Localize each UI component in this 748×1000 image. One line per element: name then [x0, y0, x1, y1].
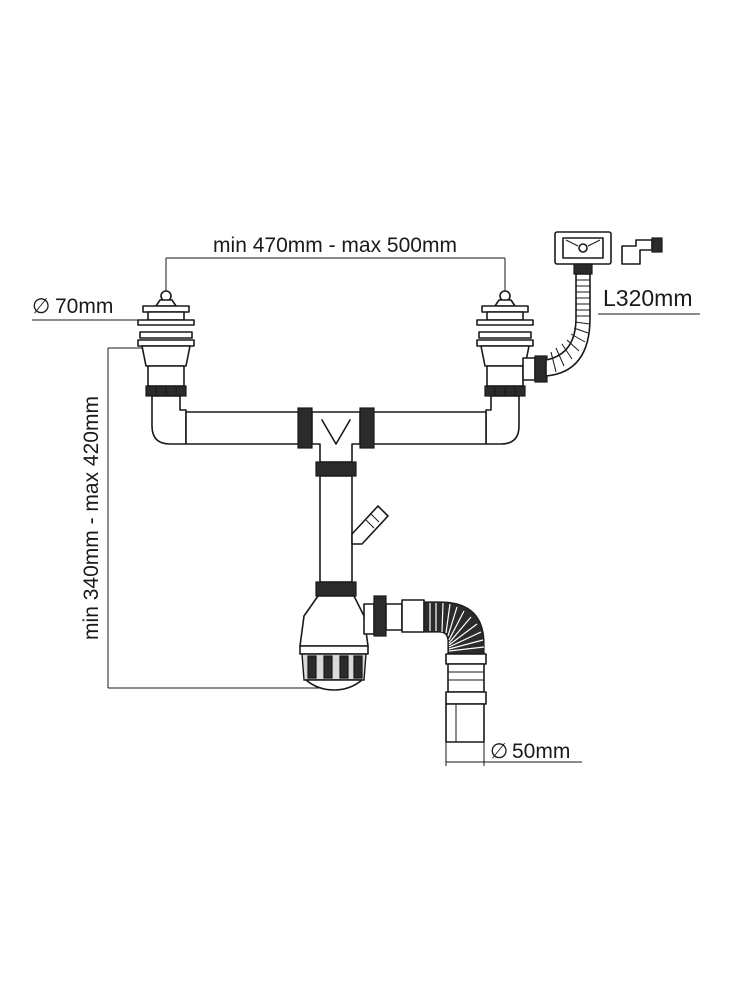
vertical-pipe-body: [319, 475, 353, 583]
overflow-assembly: [545, 231, 663, 377]
left-flange-top: [137, 319, 195, 326]
drain-hose-sleeve: [447, 663, 485, 693]
outlet-diameter-label: 70mm: [55, 295, 113, 318]
hose-length-dimension: L320mm: [598, 285, 700, 315]
right-horizontal-pipe: [371, 411, 487, 445]
vertical-pipe: [315, 475, 389, 597]
left-flange-bottom: [137, 339, 195, 347]
overflow-connector-piece: [621, 239, 653, 265]
left-horizontal-pipe: [185, 411, 301, 445]
overflow-hose: [545, 273, 591, 377]
tee-body: [311, 411, 361, 463]
diameter-symbol: ∅: [32, 295, 50, 318]
left-plug-head: [155, 299, 177, 307]
right-basin-outlet: [476, 290, 548, 445]
left-strainer-body: [147, 311, 185, 321]
right-outlet-neck: [486, 365, 524, 387]
drain-hose-ring: [445, 691, 487, 705]
drain-spigot: [445, 703, 485, 743]
tee-left-nut: [297, 407, 313, 449]
left-outlet-neck: [147, 365, 185, 387]
overflow-connector-nut: [651, 237, 663, 253]
overflow-nut: [573, 263, 593, 275]
width-dimension: min 470mm - max 500mm: [165, 234, 506, 296]
right-outlet-body: [480, 345, 530, 367]
right-elbow: [485, 395, 520, 445]
height-dimension: min 340mm - max 420mm: [80, 347, 320, 689]
right-washer: [478, 331, 532, 339]
appliance-inlet: [351, 505, 389, 545]
tee-right-nut: [359, 407, 375, 449]
left-basin-outlet: [137, 290, 195, 445]
left-strainer: [142, 305, 190, 313]
height-range-label: min 340mm - max 420mm: [80, 396, 103, 640]
cross-pipe: [185, 407, 487, 477]
drain-hose: [423, 601, 487, 743]
right-plug-head: [494, 299, 516, 307]
drain-hose-corrugated: [423, 601, 485, 655]
right-flange-bottom: [476, 339, 534, 347]
right-flange-top: [476, 319, 534, 326]
trap-outlet-collar: [363, 603, 375, 635]
outlet-diameter-dimension: ∅ 70mm: [32, 295, 140, 321]
right-overflow-connector: [522, 357, 536, 381]
trap-outlet-nut: [373, 595, 387, 637]
trap-cup-ribs: [307, 655, 363, 679]
trap-ring: [299, 645, 369, 655]
drain-diameter-dimension: ∅ 50mm: [445, 740, 582, 766]
left-elbow: [151, 395, 187, 445]
width-range-label: min 470mm - max 500mm: [213, 234, 457, 257]
drain-hose-collar: [445, 653, 487, 665]
left-washer: [139, 331, 193, 339]
overflow-hose-ribs: [550, 279, 591, 373]
diameter-symbol: ∅: [490, 740, 508, 763]
drain-diameter-label: 50mm: [512, 740, 570, 763]
overflow-screw-icon: [578, 243, 588, 253]
trap-top-body: [299, 595, 369, 647]
right-strainer: [481, 305, 529, 313]
tee-bottom-nut: [315, 461, 357, 477]
trap-bottom: [305, 679, 363, 691]
vertical-pipe-nut: [315, 581, 357, 597]
bottle-trap: [299, 595, 425, 691]
left-outlet-body: [141, 345, 191, 367]
right-strainer-body: [486, 311, 524, 321]
trap-cup: [301, 653, 367, 681]
trap-outlet-adapter: [401, 599, 425, 633]
trap-outlet-pipe: [385, 603, 403, 631]
hose-length-label: L320mm: [603, 285, 692, 311]
